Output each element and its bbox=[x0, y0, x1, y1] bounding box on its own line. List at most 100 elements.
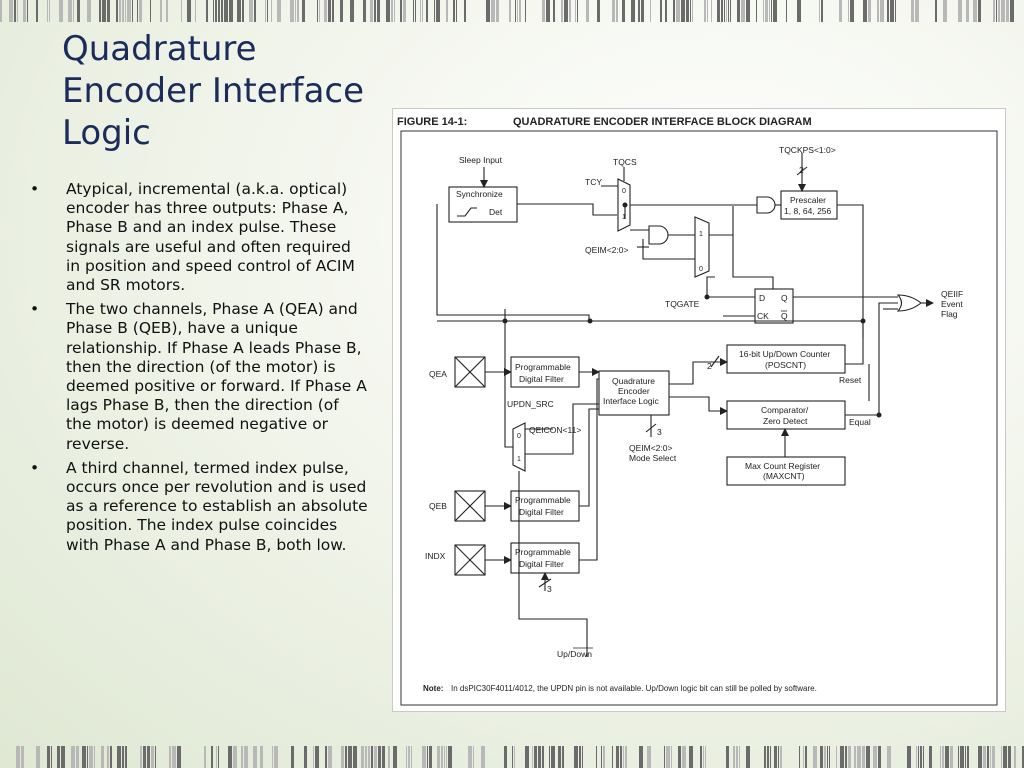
updn-mux bbox=[512, 422, 526, 472]
strip-bar bbox=[420, 0, 421, 22]
strip-bar bbox=[546, 0, 550, 22]
strip-bar bbox=[682, 746, 686, 768]
strip-bar bbox=[862, 746, 865, 768]
strip-bar bbox=[650, 0, 651, 22]
strip-bar bbox=[692, 0, 693, 22]
strip-bar bbox=[116, 0, 118, 22]
mode-qeim-label: QEIM<2:0> bbox=[629, 443, 673, 453]
strip-bar bbox=[923, 746, 924, 768]
pin-cross bbox=[454, 356, 486, 388]
strip-bar bbox=[965, 746, 966, 768]
tqckps-label: TQCKPS<1:0> bbox=[779, 145, 836, 155]
strip-bar bbox=[317, 0, 318, 22]
tcy-label: TCY bbox=[585, 177, 602, 187]
strip-bar bbox=[577, 0, 578, 22]
strip-bar bbox=[73, 0, 74, 22]
title-line: Logic bbox=[62, 113, 151, 153]
strip-bar bbox=[132, 0, 133, 22]
strip-bar bbox=[993, 0, 995, 22]
block-diagram: FIGURE 14-1: QUADRATURE ENCODER INTERFAC… bbox=[397, 116, 998, 706]
strip-bar bbox=[746, 0, 750, 22]
strip-bar bbox=[1022, 746, 1024, 768]
strip-bar bbox=[87, 0, 91, 22]
strip-bar bbox=[436, 0, 440, 22]
strip-bar bbox=[836, 746, 837, 768]
strip-bar bbox=[348, 746, 352, 768]
prescaler-out-wire bbox=[837, 204, 864, 339]
strip-bar bbox=[878, 746, 881, 768]
strip-bar bbox=[1003, 746, 1007, 768]
strip-bar bbox=[295, 0, 296, 22]
strip-bar bbox=[76, 746, 79, 768]
title-line: Encoder Interface bbox=[62, 71, 365, 111]
strip-bar bbox=[678, 746, 681, 768]
qea-filter-label: Programmable bbox=[515, 362, 571, 372]
strip-bar bbox=[363, 0, 366, 22]
strip-bar bbox=[101, 746, 104, 768]
strip-bar bbox=[9, 0, 13, 22]
strip-bar bbox=[848, 746, 851, 768]
strip-bar bbox=[233, 746, 237, 768]
strip-bar bbox=[172, 746, 176, 768]
strip-bar bbox=[328, 746, 332, 768]
mux-zero-label: 0 bbox=[622, 188, 626, 195]
strip-bar bbox=[125, 746, 127, 768]
dff-ck-label: CK bbox=[757, 311, 769, 321]
strip-bar bbox=[978, 746, 982, 768]
strip-bar bbox=[514, 746, 515, 768]
strip-bar bbox=[916, 746, 917, 768]
synchronize-label: Synchronize bbox=[456, 189, 503, 199]
strip-bar bbox=[676, 0, 680, 22]
strip-bar bbox=[631, 0, 635, 22]
strip-bar bbox=[59, 0, 63, 22]
strip-bar bbox=[767, 746, 769, 768]
qel-to-comparator bbox=[669, 396, 728, 415]
strip-bar bbox=[446, 746, 447, 768]
bus-slash bbox=[796, 166, 808, 176]
maxcnt-reg-label: (MAXCNT) bbox=[763, 471, 805, 481]
strip-bar bbox=[863, 0, 867, 22]
strip-bar bbox=[945, 746, 949, 768]
strip-bar bbox=[525, 0, 526, 22]
qel-to-counter bbox=[669, 361, 697, 385]
pin-cross bbox=[454, 544, 486, 576]
strip-bar bbox=[204, 746, 206, 768]
strip-bar bbox=[82, 746, 86, 768]
mode-width-label: 3 bbox=[657, 427, 662, 437]
strip-bar bbox=[504, 746, 507, 768]
bullet-dot: • bbox=[30, 180, 40, 198]
bullet-text: The two channels, Phase A (QEA) and Phas… bbox=[66, 300, 367, 453]
strip-bar bbox=[371, 746, 373, 768]
strip-bar bbox=[0, 0, 2, 22]
strip-bar bbox=[315, 746, 319, 768]
strip-bar bbox=[36, 746, 40, 768]
strip-bar bbox=[639, 746, 643, 768]
strip-bar bbox=[960, 746, 964, 768]
strip-bar bbox=[365, 746, 367, 768]
strip-bar bbox=[229, 0, 233, 22]
strip-bar bbox=[532, 746, 533, 768]
strip-bar bbox=[519, 0, 521, 22]
top-decorative-strip bbox=[0, 0, 1014, 22]
strip-bar bbox=[756, 0, 757, 22]
strip-bar bbox=[16, 746, 20, 768]
strip-bar bbox=[666, 746, 670, 768]
d-flip-flop bbox=[754, 288, 794, 324]
bus-slash bbox=[538, 578, 552, 588]
strip-bar bbox=[564, 0, 568, 22]
strip-bar bbox=[950, 746, 953, 768]
strip-bar bbox=[155, 746, 156, 768]
strip-bar bbox=[221, 0, 223, 22]
strip-bar bbox=[774, 746, 777, 768]
flag-label: Flag bbox=[941, 309, 958, 319]
strip-bar bbox=[771, 0, 772, 22]
strip-bar bbox=[681, 0, 685, 22]
strip-bar bbox=[291, 746, 294, 768]
strip-bar bbox=[218, 0, 220, 22]
strip-bar bbox=[821, 0, 823, 22]
strip-bar bbox=[429, 746, 432, 768]
bullet-item: •Atypical, incremental (a.k.a. optical) … bbox=[28, 180, 368, 295]
strip-bar bbox=[468, 746, 472, 768]
strip-bar bbox=[49, 0, 50, 22]
strip-bar bbox=[1001, 0, 1005, 22]
